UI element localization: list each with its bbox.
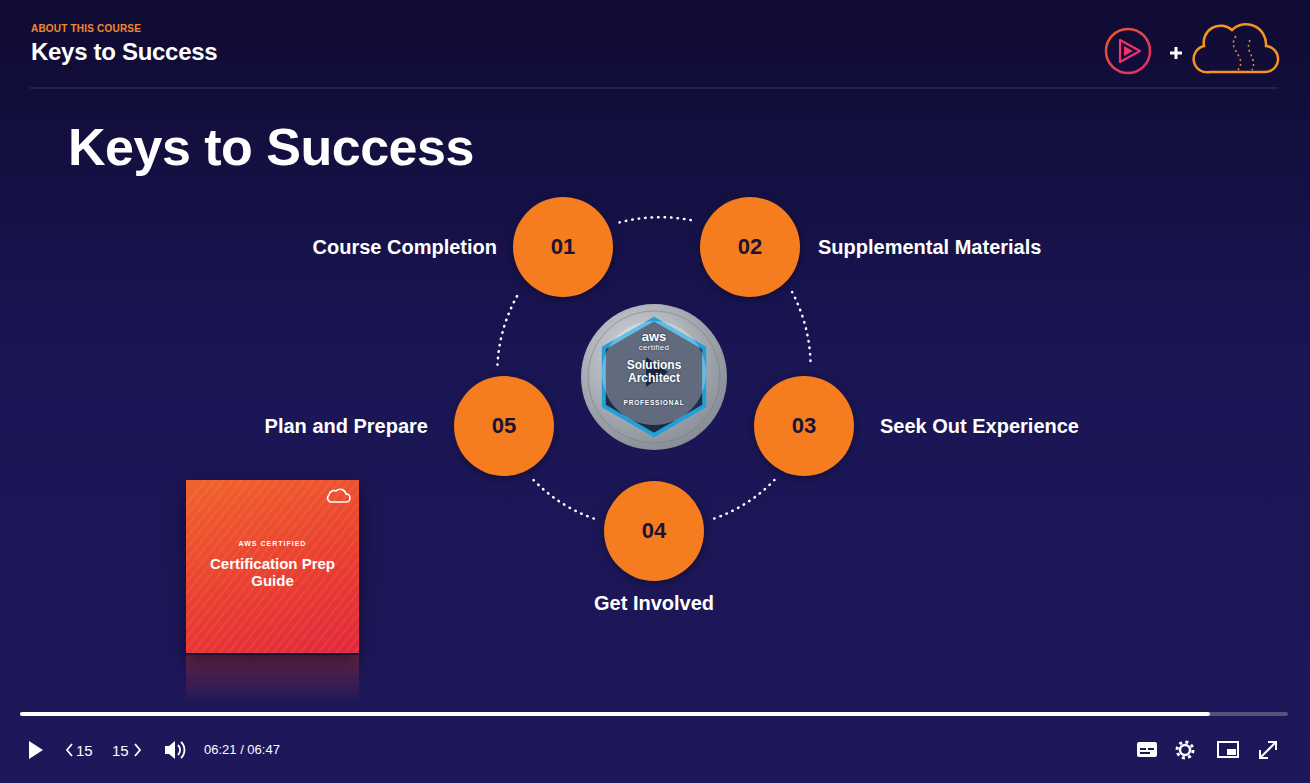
- volume-icon: [165, 741, 175, 759]
- playback-time: 06:21 / 06:47: [204, 743, 280, 758]
- logo-ring: [1106, 29, 1150, 73]
- captions-icon: [1137, 742, 1157, 757]
- logo-play: [1120, 40, 1140, 62]
- step-circle: 02Supplemental Materials: [700, 197, 800, 297]
- header-title: Keys to Success: [31, 38, 217, 66]
- dotted-connector: [714, 480, 774, 518]
- dotted-connector: [497, 291, 519, 365]
- fullscreen-line: [1261, 743, 1275, 757]
- badge-subtitle: certified: [580, 344, 728, 353]
- step-label: Supplemental Materials: [818, 235, 1041, 259]
- badge-brand: aws: [580, 330, 728, 344]
- badge-disc: [581, 304, 727, 450]
- pluralsight-logo: [1106, 29, 1150, 73]
- badge-role: Solutions Architect: [614, 359, 694, 385]
- book-reflection: [186, 655, 359, 703]
- prep-guide-book: AWS CERTIFIED Certification Prep Guide: [186, 480, 359, 653]
- slide-title: Keys to Success: [68, 118, 474, 178]
- player-controls: [29, 741, 1276, 759]
- dotted-connector: [620, 217, 695, 222]
- captions-line: [1140, 752, 1150, 754]
- progress-fill: [20, 712, 1210, 716]
- back-chevron: [67, 744, 72, 756]
- dotted-connector: [792, 292, 810, 365]
- step-label: Plan and Prepare: [265, 414, 428, 438]
- step-circle: 01Course Completion: [513, 197, 613, 297]
- book-cloud-icon: [328, 489, 350, 502]
- step-label: Get Involved: [594, 591, 714, 615]
- cloud-detail: [1248, 40, 1253, 70]
- captions-line: [1148, 748, 1154, 750]
- play-icon: [29, 741, 43, 759]
- book-title: Certification Prep Guide: [200, 555, 345, 590]
- fullscreen-corner: [1268, 742, 1276, 750]
- step-label: Seek Out Experience: [880, 414, 1079, 438]
- book-stripe: [336, 480, 359, 653]
- pip-icon: [1218, 742, 1238, 757]
- captions-line: [1140, 748, 1146, 750]
- pip-inner: [1227, 749, 1236, 755]
- step-number: 04: [604, 520, 704, 542]
- header-rule: [30, 88, 1278, 89]
- badge-level: PROFESSIONAL: [580, 399, 728, 406]
- acg-cloud-logo: [1194, 24, 1278, 72]
- logo-play-inner: [1124, 46, 1133, 56]
- cloud-outline: [1194, 24, 1278, 72]
- book-eyebrow: AWS CERTIFIED: [186, 540, 359, 548]
- progress-track: [20, 712, 1288, 716]
- step-number: 02: [700, 236, 800, 258]
- settings-icon: [1180, 745, 1190, 755]
- certification-badge: awscertifiedSolutions ArchitectPROFESSIO…: [580, 303, 728, 451]
- skip-forward-seconds: 15: [112, 742, 129, 759]
- plus-bar: [1175, 47, 1178, 59]
- skip-back-seconds: 15: [76, 742, 93, 759]
- step-circle: 04Get Involved: [604, 481, 704, 581]
- step-circle: 03Seek Out Experience: [754, 376, 854, 476]
- step-number: 03: [754, 415, 854, 437]
- step-number: 05: [454, 415, 554, 437]
- settings-teeth: [1177, 742, 1193, 758]
- dotted-connector: [534, 480, 594, 518]
- plus-symbol: [1170, 47, 1182, 59]
- book-stripe: [345, 480, 359, 653]
- book-stripe: [354, 480, 359, 653]
- volume-wave: [181, 742, 184, 758]
- step-label: Course Completion: [313, 235, 497, 259]
- step-circle: 05Plan and Prepare: [454, 376, 554, 476]
- fullscreen-corner: [1260, 750, 1268, 758]
- section-eyebrow: ABOUT THIS COURSE: [31, 23, 141, 35]
- step-number: 01: [513, 236, 613, 258]
- forward-chevron: [135, 744, 140, 756]
- cloud-detail: [1233, 36, 1240, 70]
- volume-wave: [178, 745, 180, 755]
